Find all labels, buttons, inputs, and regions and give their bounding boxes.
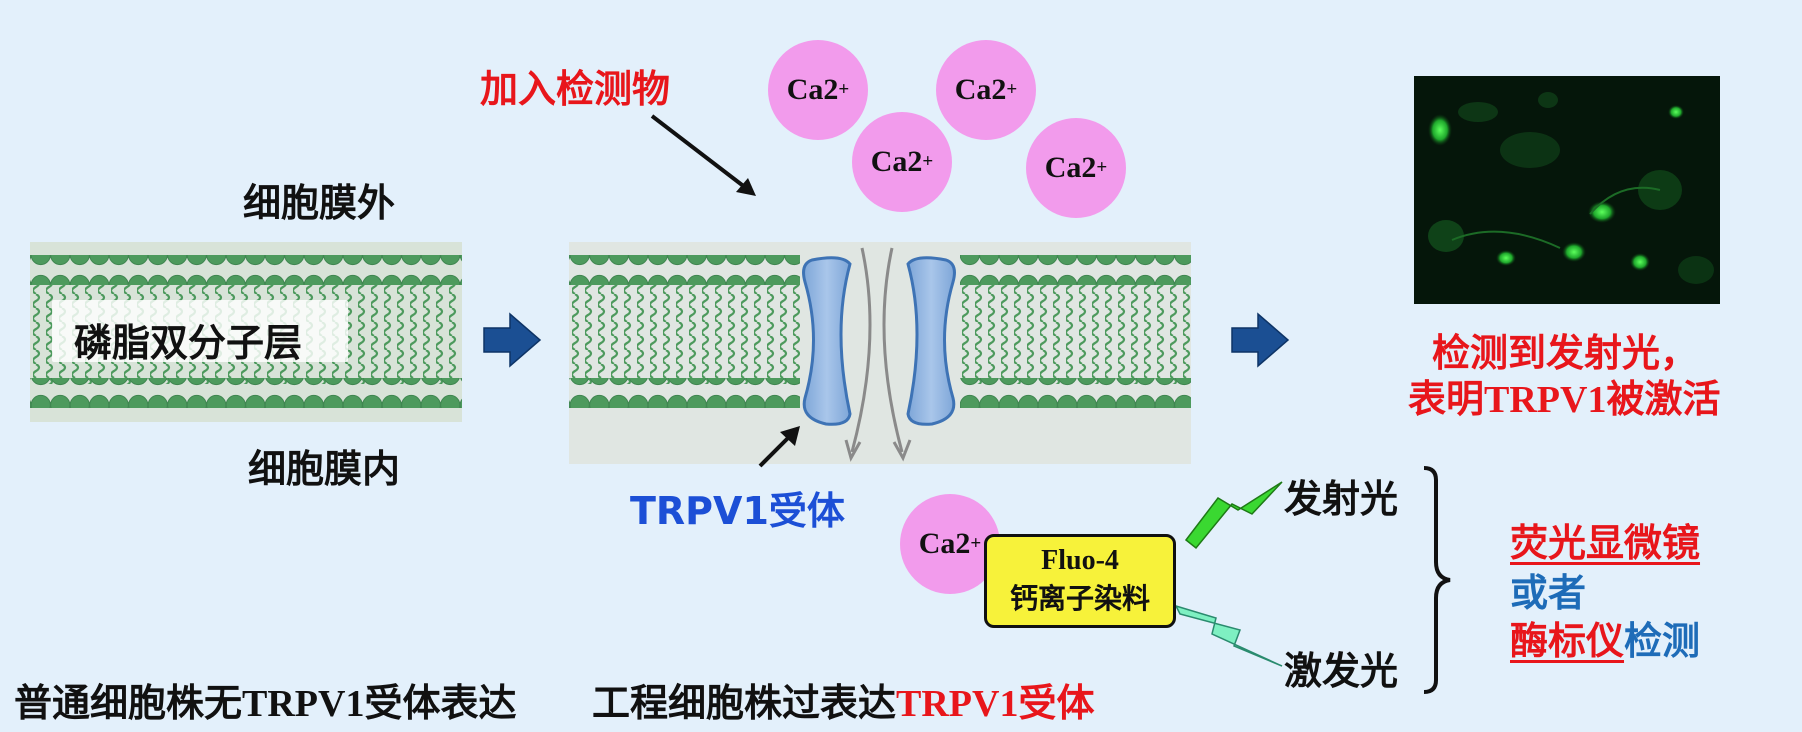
calcium-ion-2: Ca2+ <box>936 40 1036 140</box>
ion-flow-arrow-left <box>850 247 872 453</box>
dye-name: Fluo-4 <box>1041 545 1119 576</box>
emission-bolt <box>1184 481 1283 550</box>
inside-label: 细胞膜内 <box>248 447 401 491</box>
calcium-ion-4: Ca2+ <box>1026 118 1126 218</box>
trpv1-receptor-label: TRPV1受体 <box>630 489 845 533</box>
membrane-normal <box>30 242 462 422</box>
detection-or: 或者 <box>1510 571 1587 615</box>
excitation-label: 激发光 <box>1284 649 1399 693</box>
calcium-ion-1: Ca2+ <box>768 40 868 140</box>
ion-flow-arrow-right <box>882 247 904 453</box>
trpv1-channel-left <box>802 256 852 426</box>
bracket-brace <box>1423 466 1451 694</box>
fluorescence-image <box>1414 76 1720 304</box>
emission-label: 发射光 <box>1284 477 1399 521</box>
arrow-right-2 <box>1231 312 1290 368</box>
detection-microscope: 荧光显微镜 <box>1510 521 1701 565</box>
trpv1-channel-right <box>906 256 956 426</box>
calcium-ion-5: Ca2+ <box>900 494 1000 594</box>
arrow-right-1 <box>483 312 542 368</box>
add-substance-label: 加入检测物 <box>480 67 671 111</box>
pointer-arrow-receptor <box>758 426 800 468</box>
bilayer-label: 磷脂双分子层 <box>74 321 303 365</box>
caption-normal-cell: 普通细胞株无TRPV1受体表达 <box>14 681 517 725</box>
caption-engineered-cell: 工程细胞株过表达TRPV1受体 <box>592 681 1095 725</box>
dye-desc: 钙离子染料 <box>1009 582 1150 615</box>
result-line-2: 表明TRPV1被激活 <box>1408 377 1721 421</box>
detection-plate-reader: 酶标仪检测 <box>1510 619 1701 663</box>
excitation-bolt <box>1174 604 1283 667</box>
pointer-arrow-add <box>650 114 756 196</box>
calcium-ion-3: Ca2+ <box>852 112 952 212</box>
result-line-1: 检测到发射光， <box>1432 331 1699 375</box>
fluo4-dye-box: Fluo-4 钙离子染料 <box>984 534 1176 628</box>
membrane-engineered <box>569 242 1191 464</box>
outside-label: 细胞膜外 <box>243 181 396 225</box>
